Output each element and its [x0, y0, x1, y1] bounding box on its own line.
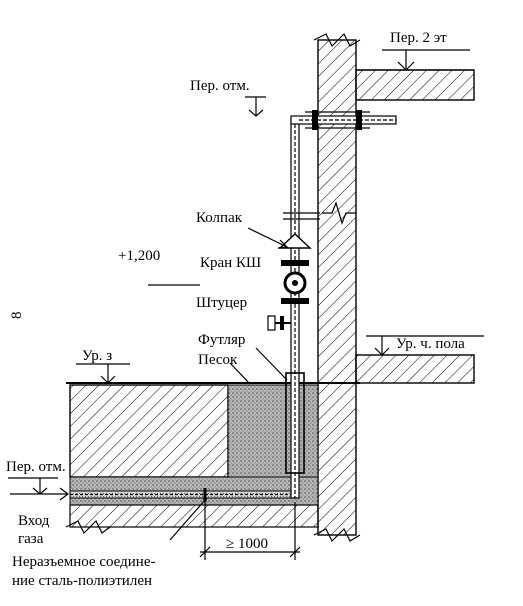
- leader-cap: [247, 227, 288, 248]
- label-side-mark: 8: [9, 312, 25, 320]
- marker-ceiling: [245, 96, 266, 117]
- building-wall: [313, 32, 361, 543]
- soil-lower: [65, 504, 319, 535]
- marker-floor2: [382, 49, 470, 71]
- dimension-line: [199, 502, 301, 560]
- underground-pipe: [69, 490, 293, 499]
- cap-symbol: [278, 212, 320, 249]
- sleeve: [285, 372, 305, 474]
- riser-pipe: [290, 110, 397, 499]
- ground-floor-slab: [355, 354, 475, 384]
- label-gas-inlet-1: Вход: [18, 513, 50, 529]
- label-distance: ≥ 1000: [226, 536, 268, 552]
- arrow-cap: [277, 239, 289, 249]
- label-joint-2: ние сталь-полиэтилен: [12, 573, 152, 589]
- label-ground-level: Ур. з: [82, 348, 112, 364]
- label-joint-1: Неразъемное соедине-: [12, 554, 155, 570]
- label-floor2-level: Пер. 2 эт: [390, 30, 447, 46]
- fitting-symbol: [267, 315, 291, 331]
- label-lower-mark: Пер. отм.: [6, 459, 66, 475]
- second-floor-slab: [355, 69, 475, 101]
- label-elevation: +1,200: [118, 248, 160, 264]
- label-cap: Колпак: [196, 210, 243, 226]
- label-sand: Песок: [198, 352, 238, 368]
- leader-sleeve: [255, 347, 288, 381]
- label-floor-level: Ур. ч. пола: [396, 336, 465, 352]
- label-ball-valve: Кран КШ: [200, 255, 261, 271]
- label-gas-inlet-2: газа: [18, 531, 44, 547]
- marker-floor: [366, 335, 484, 356]
- ball-valve-symbol: [281, 260, 309, 304]
- label-sleeve: Футляр: [198, 332, 245, 348]
- label-ceiling-mark: Пер. отм.: [190, 78, 250, 94]
- marker-lower: [8, 477, 58, 495]
- leader-sand: [229, 362, 251, 385]
- marker-ground: [76, 363, 130, 384]
- foundation-block: [69, 384, 229, 478]
- label-fitting: Штуцер: [196, 295, 247, 311]
- leader-joint: [169, 499, 206, 541]
- gas-inlet-arrowhead: [59, 487, 69, 501]
